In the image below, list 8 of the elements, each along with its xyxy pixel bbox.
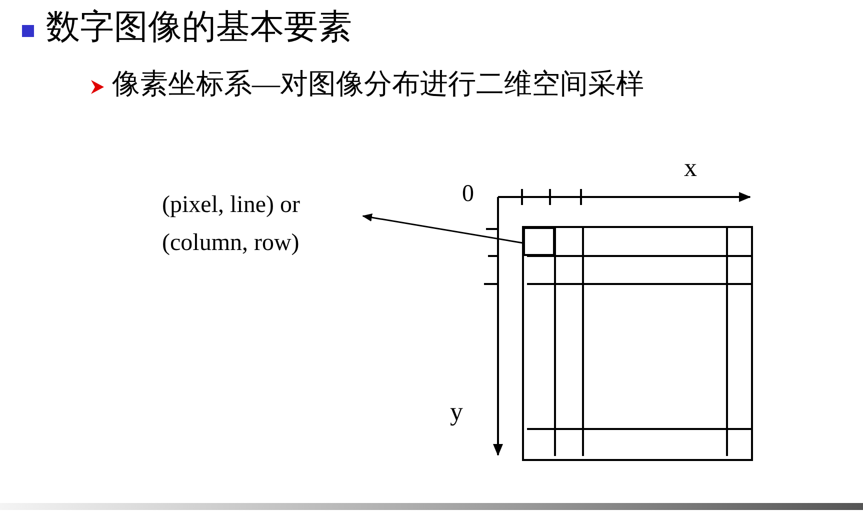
- axis-label: y: [450, 396, 463, 428]
- slide-title: 数字图像的基本要素: [46, 8, 352, 48]
- axis-label: 0: [462, 180, 474, 209]
- pixel-cell: [523, 227, 555, 256]
- subtitle: 像素坐标系—对图像分布进行二维空间采样: [112, 68, 644, 102]
- coordinate-label: (pixel, line) or (column, row): [162, 186, 362, 266]
- leader-arrow: [362, 214, 524, 244]
- axis-label: x: [684, 152, 697, 184]
